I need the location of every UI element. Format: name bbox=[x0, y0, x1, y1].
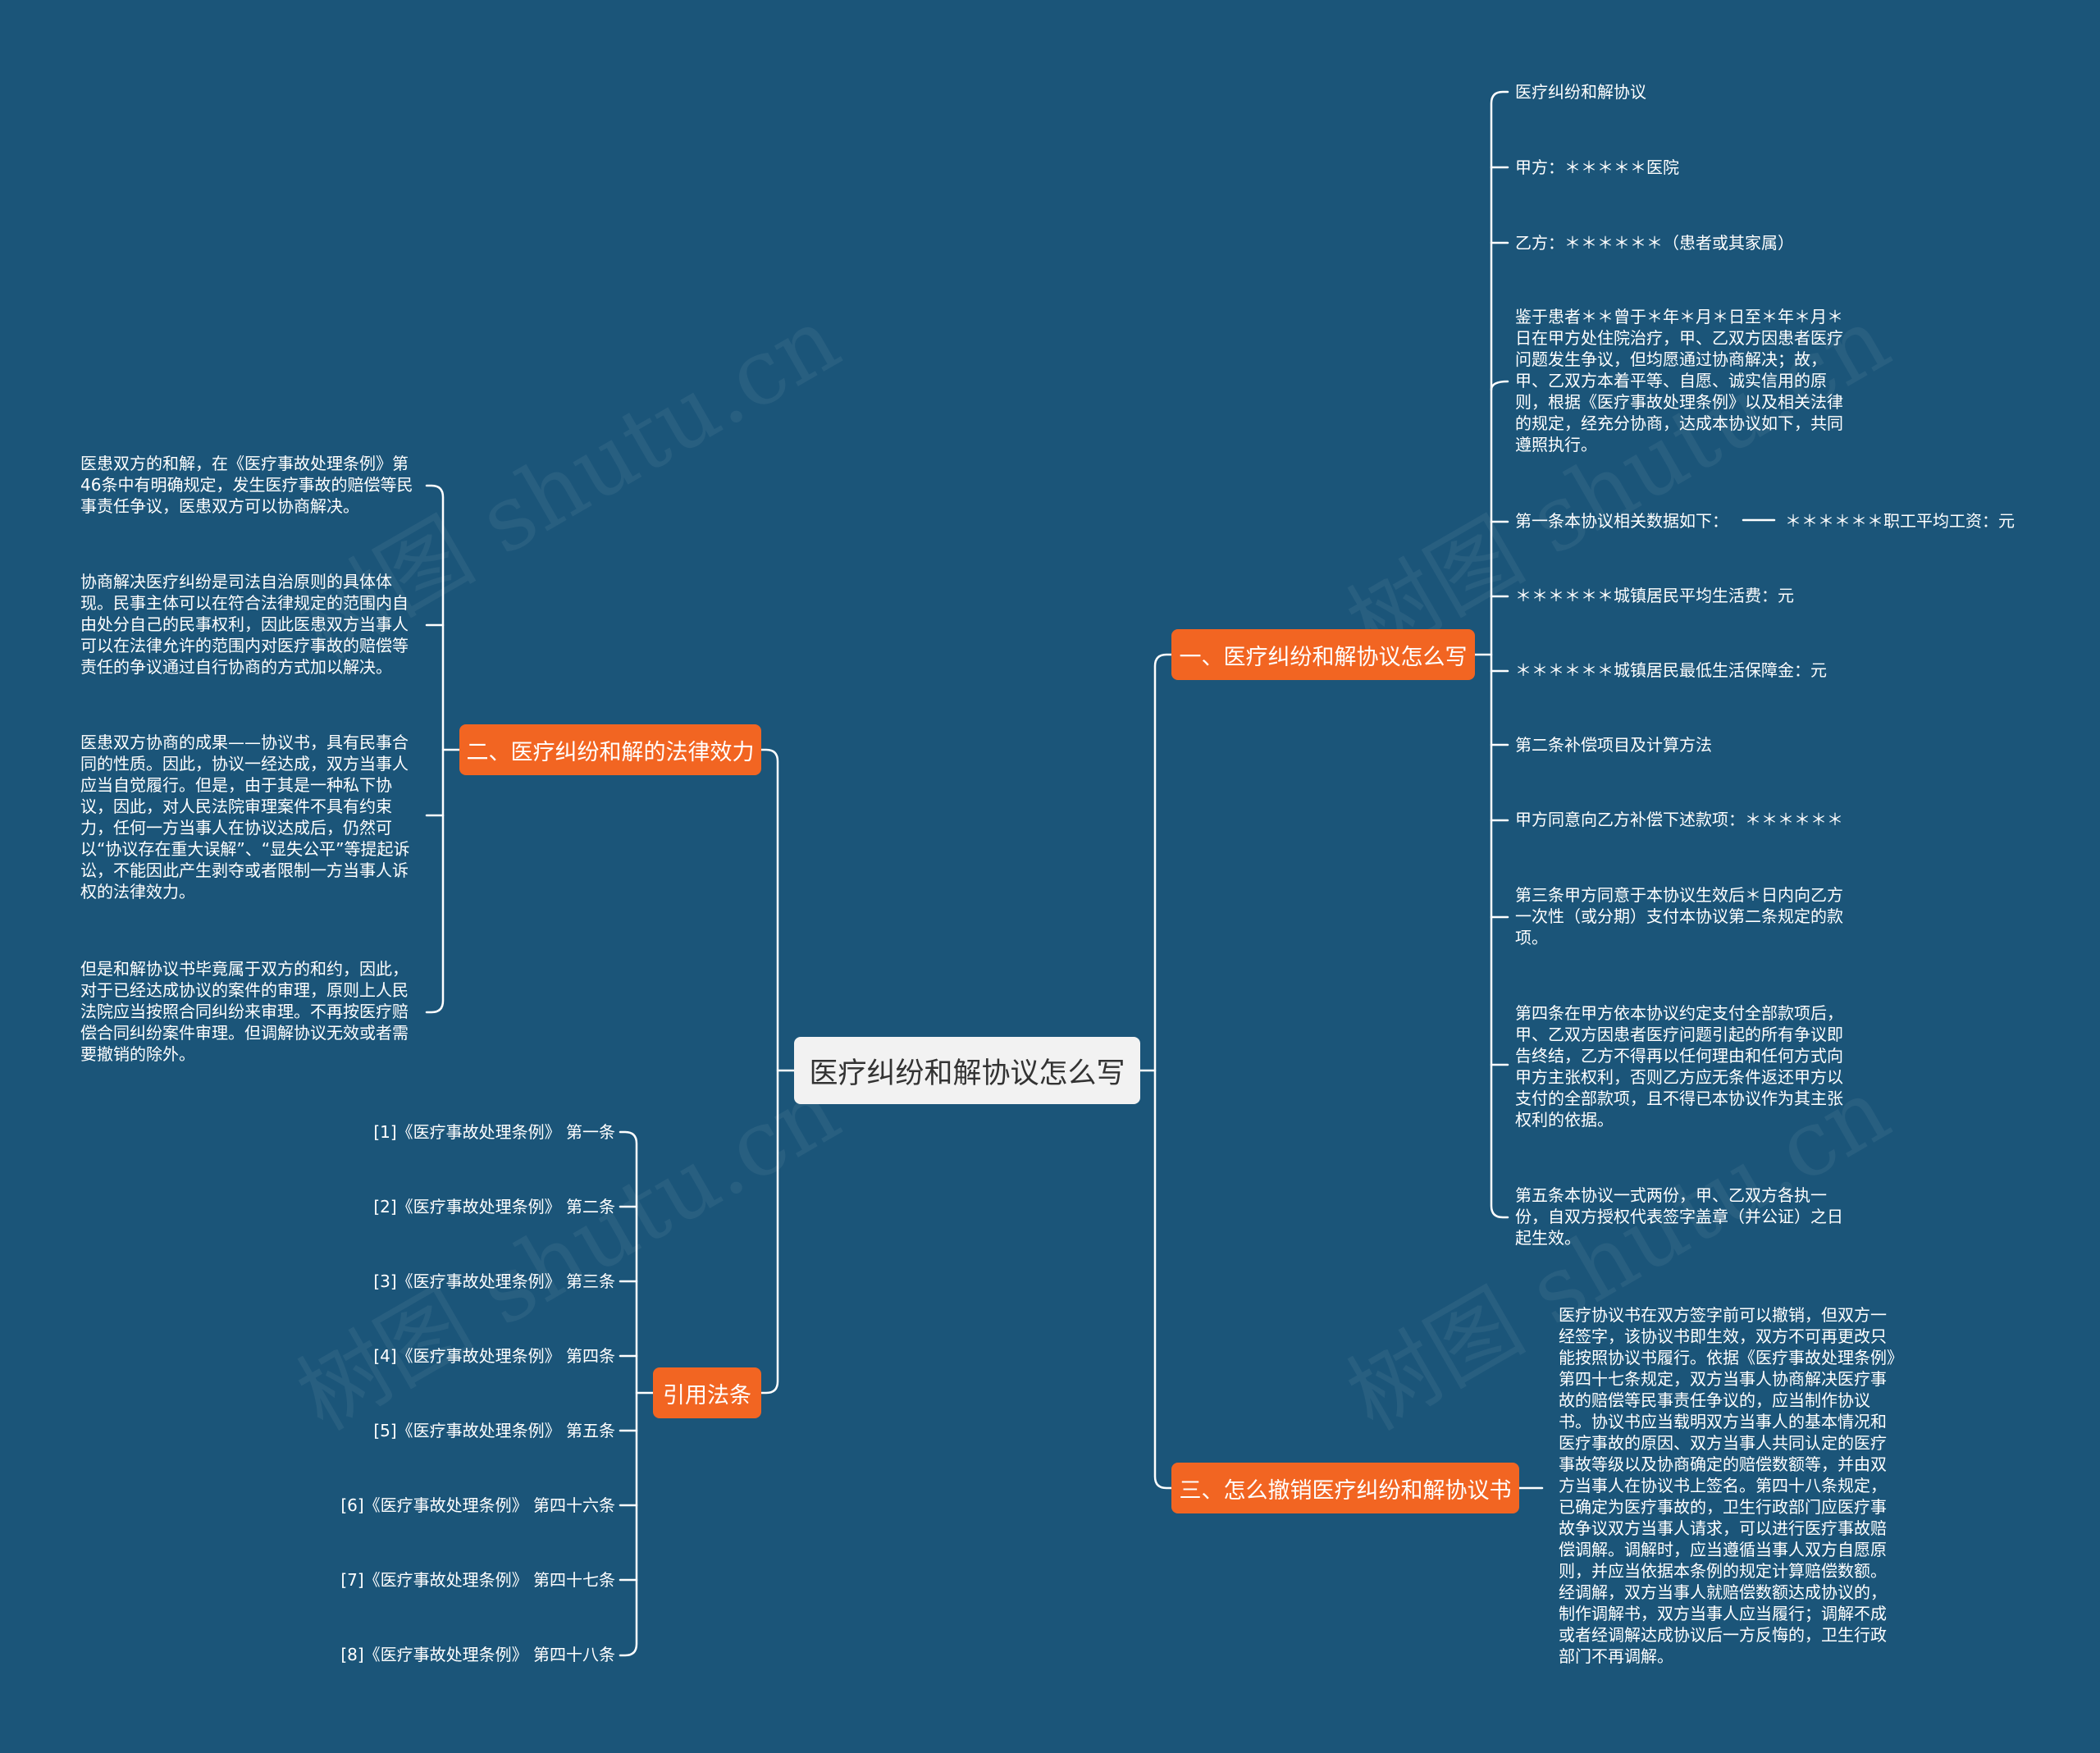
branch-cited-laws[interactable]: 引用法条 bbox=[653, 1367, 761, 1418]
b1-leaf: 第五条本协议一式两份，甲、乙双方各执一份，自双方授权代表签字盖章（并公证）之日起… bbox=[1515, 1185, 1843, 1248]
b1-leaf: 甲方：＊＊＊＊＊医院 bbox=[1515, 157, 1679, 177]
b1-leaf: 第三条甲方同意于本协议生效后＊日内向乙方一次性（或分期）支付本协议第二条规定的款… bbox=[1515, 885, 1843, 947]
b4-leaf: [5]《医疗事故处理条例》 第五条 bbox=[373, 1421, 615, 1440]
b2-leaf: 医患双方的和解，在《医疗事故处理条例》第46条中有明确规定，发生医疗事故的赔偿等… bbox=[80, 454, 413, 516]
b4-leaf: [8]《医疗事故处理条例》 第四十八条 bbox=[340, 1645, 615, 1664]
b2-leaf: 但是和解协议书毕竟属于双方的和约，因此，对于已经达成协议的案件的审理，原则上人民… bbox=[80, 959, 409, 1064]
b2-leaf: 医患双方协商的成果——协议书，具有民事合同的性质。因此，协议一经达成，双方当事人… bbox=[80, 733, 410, 902]
b4-leaf: [6]《医疗事故处理条例》 第四十六条 bbox=[340, 1495, 615, 1515]
branch-legal-effect[interactable]: 二、医疗纠纷和解的法律效力 bbox=[459, 724, 761, 775]
b1-subleaf: ＊＊＊＊＊＊职工平均工资：元 bbox=[1785, 511, 2015, 531]
connector-trunk-right bbox=[1153, 653, 1173, 1490]
connector-b4-bracket bbox=[619, 1130, 638, 1657]
b4-leaf: [3]《医疗事故处理条例》 第三条 bbox=[373, 1271, 615, 1291]
b2-leaf: 协商解决医疗纠纷是司法自治原则的具体体现。民事主体可以在符合法律规定的范围内自由… bbox=[80, 572, 409, 677]
b1-leaf: ＊＊＊＊＊＊城镇居民最低生活保障金：元 bbox=[1515, 660, 1827, 680]
b1-leaf: 第四条在甲方依本协议约定支付全部款项后，甲、乙双方因患者医疗问题引起的所有争议即… bbox=[1515, 1003, 1843, 1130]
b1-leaf: 第一条本协议相关数据如下： bbox=[1515, 511, 1728, 531]
b1-leaf: 第二条补偿项目及计算方法 bbox=[1515, 735, 1712, 755]
connector-b2-bracket bbox=[425, 484, 445, 1014]
connector-b1-bracket bbox=[1490, 90, 1509, 1219]
root-topic[interactable]: 医疗纠纷和解协议怎么写 bbox=[794, 1037, 1140, 1104]
b4-leaf: [4]《医疗事故处理条例》 第四条 bbox=[373, 1346, 615, 1366]
b1-leaf: 乙方：＊＊＊＊＊＊（患者或其家属） bbox=[1515, 233, 1794, 253]
b1-leaf: ＊＊＊＊＊＊城镇居民平均生活费：元 bbox=[1515, 586, 1794, 605]
b1-leaf: 甲方同意向乙方补偿下述款项：＊＊＊＊＊＊ bbox=[1515, 810, 1843, 829]
connector-trunk-left bbox=[760, 748, 779, 1395]
b4-leaf: [7]《医疗事故处理条例》 第四十七条 bbox=[340, 1570, 615, 1590]
b1-leaf: 鉴于患者＊＊曾于＊年＊月＊日至＊年＊月＊日在甲方处住院治疗，甲、乙双方因患者医疗… bbox=[1515, 307, 1843, 454]
b1-leaf: 医疗纠纷和解协议 bbox=[1515, 82, 1646, 102]
branch-how-to-write[interactable]: 一、医疗纠纷和解协议怎么写 bbox=[1171, 629, 1475, 680]
b4-leaf: [1]《医疗事故处理条例》 第一条 bbox=[373, 1122, 615, 1142]
b4-leaf: [2]《医疗事故处理条例》 第二条 bbox=[373, 1197, 615, 1217]
branch-how-to-revoke[interactable]: 三、怎么撤销医疗纠纷和解协议书 bbox=[1171, 1463, 1519, 1513]
b3-leaf: 医疗协议书在双方签字前可以撤销，但双方一经签字，该协议书即生效，双方不可再更改只… bbox=[1559, 1305, 1895, 1666]
